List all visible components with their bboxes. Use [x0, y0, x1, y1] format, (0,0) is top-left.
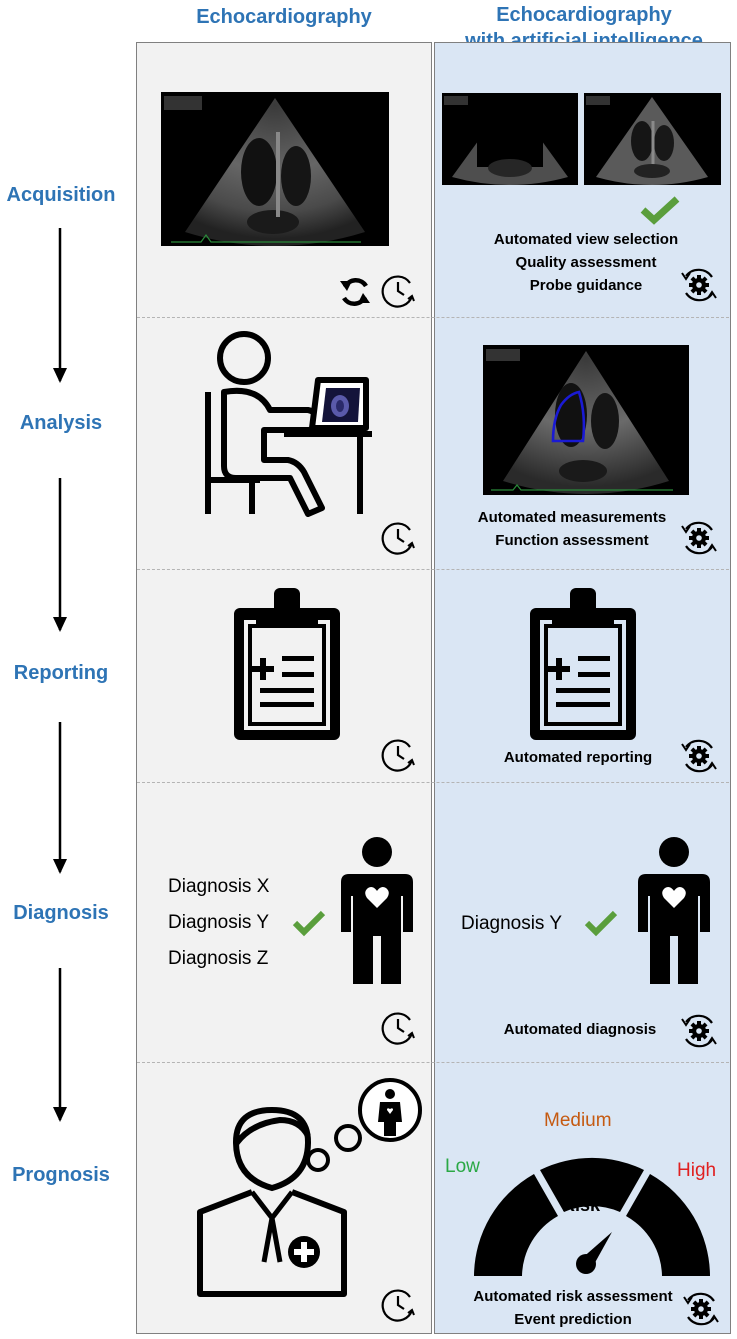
- clock-icon: [381, 1289, 415, 1322]
- ai-gear-icon: [681, 1014, 717, 1048]
- ai-gear-icon: [683, 1292, 719, 1326]
- ai-gear-icon: [681, 521, 717, 555]
- stage-diagnosis: Diagnosis: [13, 902, 109, 924]
- gauge-label-high: High: [677, 1160, 717, 1181]
- patient-heart-icon: [638, 837, 710, 984]
- refresh-icon: [340, 278, 370, 306]
- stage-analysis: Analysis: [19, 412, 103, 434]
- diagnosis-z: Diagnosis Z: [168, 948, 269, 969]
- header-ai-line1: Echocardiography: [496, 4, 672, 26]
- check-icon-diagnosis: [292, 910, 326, 937]
- caption-automated-reporting: Automated reporting: [503, 749, 653, 766]
- doctor-thinking-icon: [197, 1078, 422, 1297]
- gauge-needle: [576, 1232, 612, 1274]
- sonographer-at-computer-icon: [205, 331, 372, 517]
- echo-image-apical-view: [161, 92, 389, 246]
- ai-gear-icon: [681, 739, 717, 773]
- divider-3: [137, 782, 729, 783]
- flow-arrows: [53, 228, 67, 1122]
- caption-automated-diagnosis: Automated diagnosis: [503, 1021, 657, 1038]
- caption-automated-measurements: Automated measurements: [477, 509, 667, 526]
- risk-gauge: [474, 1157, 710, 1276]
- gauge-label-low: Low: [445, 1156, 480, 1177]
- clock-icon: [381, 1012, 415, 1045]
- gauge-segment-high: [626, 1174, 710, 1276]
- arrow-acquisition-to-analysis: [53, 228, 67, 383]
- diagnosis-x: Diagnosis X: [168, 876, 270, 897]
- echo-image-view-2: [584, 93, 721, 185]
- ai-prognosis-captions: Automated risk assessment Event predicti…: [442, 1285, 704, 1331]
- gauge-label-risk: Risk: [562, 1195, 601, 1215]
- gauge-segment-medium: [540, 1157, 644, 1212]
- header-echocardiography: Echocardiography: [196, 6, 372, 28]
- divider-1: [137, 317, 729, 318]
- echo-image-view-1: [442, 93, 578, 185]
- caption-view-selection: Automated view selection: [493, 231, 679, 248]
- patient-heart-icon: [341, 837, 413, 984]
- stage-acquisition: Acquisition: [6, 184, 116, 206]
- ai-acquisition-captions: Automated view selection Quality assessm…: [466, 228, 706, 297]
- diagnosis-y: Diagnosis Y: [168, 912, 270, 933]
- arrow-diagnosis-to-prognosis: [53, 968, 67, 1122]
- gauge-label-medium: Medium: [544, 1110, 612, 1131]
- echo-image-lv-segmentation: [483, 345, 689, 495]
- caption-probe-guidance: Probe guidance: [529, 277, 643, 294]
- check-icon-view-selection: [640, 196, 680, 225]
- clock-icon: [381, 739, 415, 772]
- check-icon-ai-diagnosis: [584, 910, 618, 937]
- divider-2: [137, 569, 729, 570]
- clipboard-report-icon: [530, 588, 636, 740]
- ai-diagnosis-y: Diagnosis Y: [461, 913, 563, 934]
- divider-4: [137, 1062, 729, 1063]
- clipboard-report-icon: [234, 588, 340, 740]
- stage-prognosis: Prognosis: [12, 1164, 110, 1186]
- caption-automated-risk-assessment: Automated risk assessment: [473, 1288, 673, 1305]
- ai-analysis-captions: Automated measurements Function assessme…: [452, 506, 692, 552]
- clock-icon: [381, 275, 415, 308]
- ai-gear-icon: [681, 268, 717, 302]
- caption-event-prediction: Event prediction: [514, 1311, 632, 1328]
- clock-icon: [381, 522, 415, 555]
- caption-function-assessment: Function assessment: [495, 532, 649, 549]
- arrow-analysis-to-reporting: [53, 478, 67, 632]
- gauge-segment-low: [474, 1174, 558, 1276]
- caption-quality-assessment: Quality assessment: [515, 254, 657, 271]
- arrow-reporting-to-diagnosis: [53, 722, 67, 874]
- stage-reporting: Reporting: [13, 662, 109, 684]
